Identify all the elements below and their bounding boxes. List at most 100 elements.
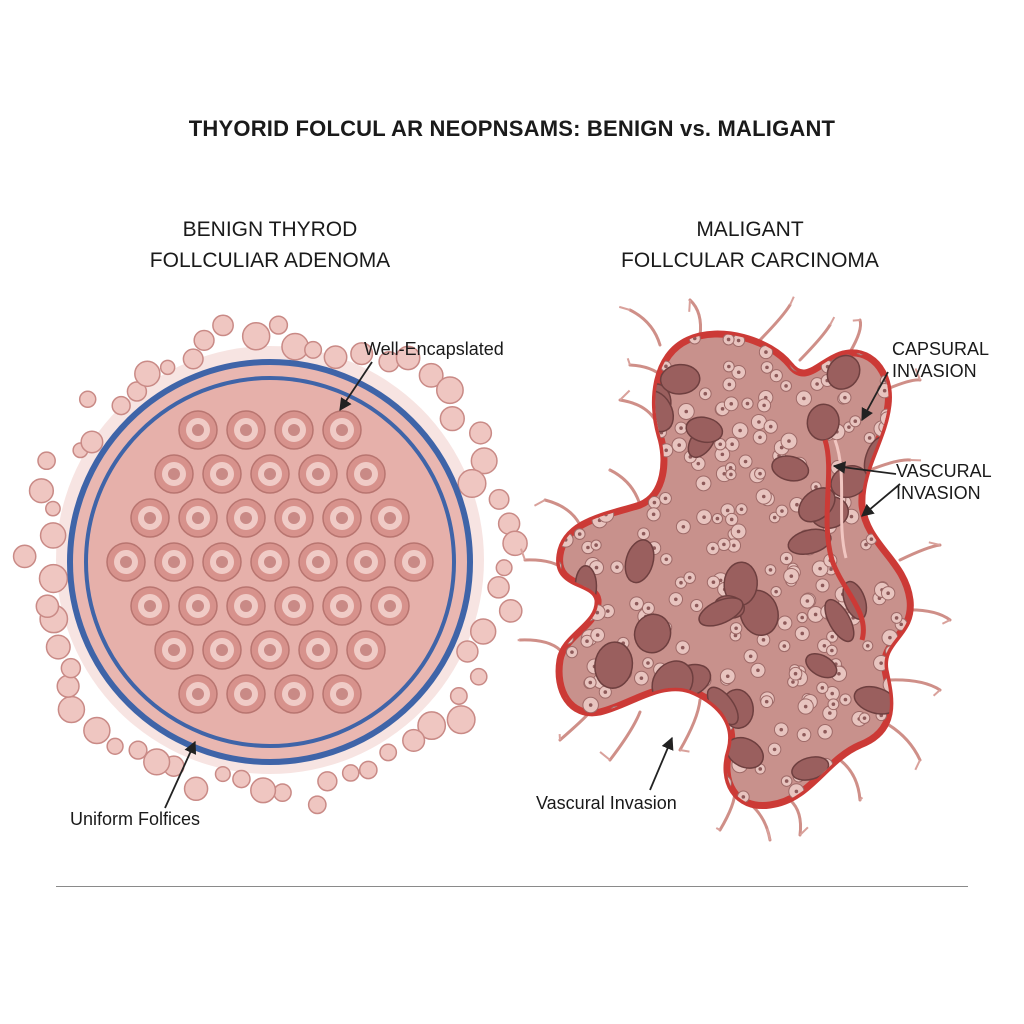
outer-cell bbox=[45, 634, 71, 660]
invasion-strand bbox=[798, 323, 832, 362]
tumor-cell-nucleus bbox=[843, 697, 848, 702]
tumor-cell-nucleus bbox=[718, 442, 723, 447]
tumor-cell-nucleus bbox=[601, 721, 605, 725]
follicle bbox=[298, 454, 338, 494]
tumor-cell-nucleus bbox=[566, 350, 571, 354]
tumor-cell-nucleus bbox=[890, 450, 894, 455]
tumor-cell bbox=[579, 473, 594, 487]
benign-panel-title: BENIGN THYROD FOLLCULIAR ADENOMA bbox=[120, 214, 420, 276]
tumor-cell-nucleus bbox=[621, 482, 626, 486]
tumor-cell bbox=[560, 343, 577, 361]
outer-cell bbox=[60, 657, 82, 679]
outer-cell bbox=[28, 478, 55, 504]
outer-cell bbox=[38, 563, 69, 594]
tumor-cell-nucleus bbox=[794, 789, 799, 794]
malignant-panel-title: MALIGANT FOLLCULAR CARCINOMA bbox=[600, 214, 900, 276]
invasion-strand bbox=[898, 543, 942, 562]
follicle-center bbox=[336, 688, 348, 700]
tumor-cell-nucleus bbox=[764, 699, 769, 704]
tumor-cell bbox=[585, 743, 598, 757]
tumor-cell bbox=[693, 719, 708, 733]
tumor-cell-nucleus bbox=[678, 797, 682, 802]
outer-cell bbox=[350, 342, 374, 366]
tumor-cell bbox=[595, 334, 611, 349]
tumor-cell-nucleus bbox=[591, 408, 596, 412]
follicle-center bbox=[264, 468, 276, 480]
tumor-cell-nucleus bbox=[828, 711, 832, 715]
tumor-cell-nucleus bbox=[901, 757, 906, 762]
tumor-cell bbox=[589, 471, 601, 484]
follicle bbox=[154, 542, 194, 582]
tumor-cell bbox=[893, 438, 911, 455]
tumor-cell-nucleus bbox=[579, 335, 584, 340]
tumor-cell bbox=[690, 742, 706, 759]
tumor-cell bbox=[902, 681, 911, 698]
tumor-cell-nucleus bbox=[588, 703, 593, 707]
arrow-capsular-invasion bbox=[861, 371, 889, 422]
tumor-cell bbox=[636, 474, 654, 492]
follicle bbox=[250, 630, 290, 670]
tumor-cell-nucleus bbox=[738, 428, 742, 433]
outer-cell bbox=[80, 430, 104, 454]
tumor-cell-nucleus bbox=[831, 702, 836, 707]
tumor-cell-nucleus bbox=[784, 556, 789, 561]
tumor-cell bbox=[559, 705, 567, 717]
tumor-cell-nucleus bbox=[593, 475, 597, 480]
tumor-cell bbox=[559, 603, 568, 620]
tumor-cell-nucleus bbox=[698, 724, 703, 728]
tumor-cell bbox=[896, 402, 911, 417]
tumor-cell-nucleus bbox=[578, 438, 583, 443]
outer-cell bbox=[128, 740, 148, 760]
tumor-cell-nucleus bbox=[730, 442, 734, 447]
follicle-center bbox=[336, 424, 348, 436]
follicle bbox=[346, 454, 386, 494]
tumor-cell bbox=[714, 740, 727, 753]
invasion-strand bbox=[628, 308, 662, 347]
tumor-cell-nucleus bbox=[867, 436, 872, 440]
tumor-cell-nucleus bbox=[691, 710, 695, 714]
outer-cell bbox=[379, 743, 398, 762]
tumor-cell bbox=[559, 490, 568, 503]
malignant-title-line2: FOLLCULAR CARCINOMA bbox=[621, 249, 879, 272]
arrow-well-encapsulated bbox=[339, 361, 373, 412]
tumor-cell-nucleus bbox=[830, 691, 835, 696]
outer-cell bbox=[193, 329, 215, 352]
invasion-branch bbox=[618, 305, 631, 311]
tumor-cell-nucleus bbox=[613, 464, 618, 468]
tumor-cell bbox=[569, 341, 586, 357]
tumor-cell-nucleus bbox=[727, 364, 731, 369]
outer-cell bbox=[418, 362, 444, 388]
tumor-cell-nucleus bbox=[577, 532, 582, 536]
follicle-center bbox=[312, 556, 324, 568]
tumor-cell bbox=[894, 539, 907, 552]
tumor-cell-nucleus bbox=[601, 757, 605, 762]
invasion-branch bbox=[688, 299, 691, 312]
tumor-cell-nucleus bbox=[729, 472, 733, 477]
atypical-nucleus bbox=[594, 641, 634, 689]
follicle bbox=[370, 498, 410, 538]
label-vascular-line2: INVASION bbox=[896, 483, 981, 503]
follicle bbox=[250, 454, 290, 494]
tumor-cell bbox=[897, 753, 910, 766]
atypical-nucleus bbox=[565, 456, 604, 492]
tumor-cell-nucleus bbox=[722, 542, 726, 547]
outer-cell bbox=[304, 340, 323, 359]
tumor-cell-nucleus bbox=[787, 439, 791, 443]
tumor-cell bbox=[591, 475, 605, 490]
tumor-cell bbox=[567, 747, 580, 760]
tumor-cell-nucleus bbox=[861, 765, 865, 769]
tumor-cell-nucleus bbox=[559, 419, 564, 424]
follicle bbox=[202, 630, 242, 670]
tumor-cell-nucleus bbox=[832, 793, 836, 797]
tumor-cell bbox=[905, 772, 911, 787]
follicle-center bbox=[240, 512, 252, 524]
tumor-cell-nucleus bbox=[837, 671, 841, 676]
tumor-cell bbox=[559, 450, 570, 467]
tumor-cell-nucleus bbox=[650, 422, 654, 427]
tumor-cell-nucleus bbox=[618, 734, 622, 738]
tumor-cell-nucleus bbox=[849, 514, 854, 519]
outer-cell bbox=[323, 345, 348, 370]
tumor-cell bbox=[691, 728, 704, 741]
follicle bbox=[178, 410, 218, 450]
tumor-cell-nucleus bbox=[779, 727, 784, 732]
